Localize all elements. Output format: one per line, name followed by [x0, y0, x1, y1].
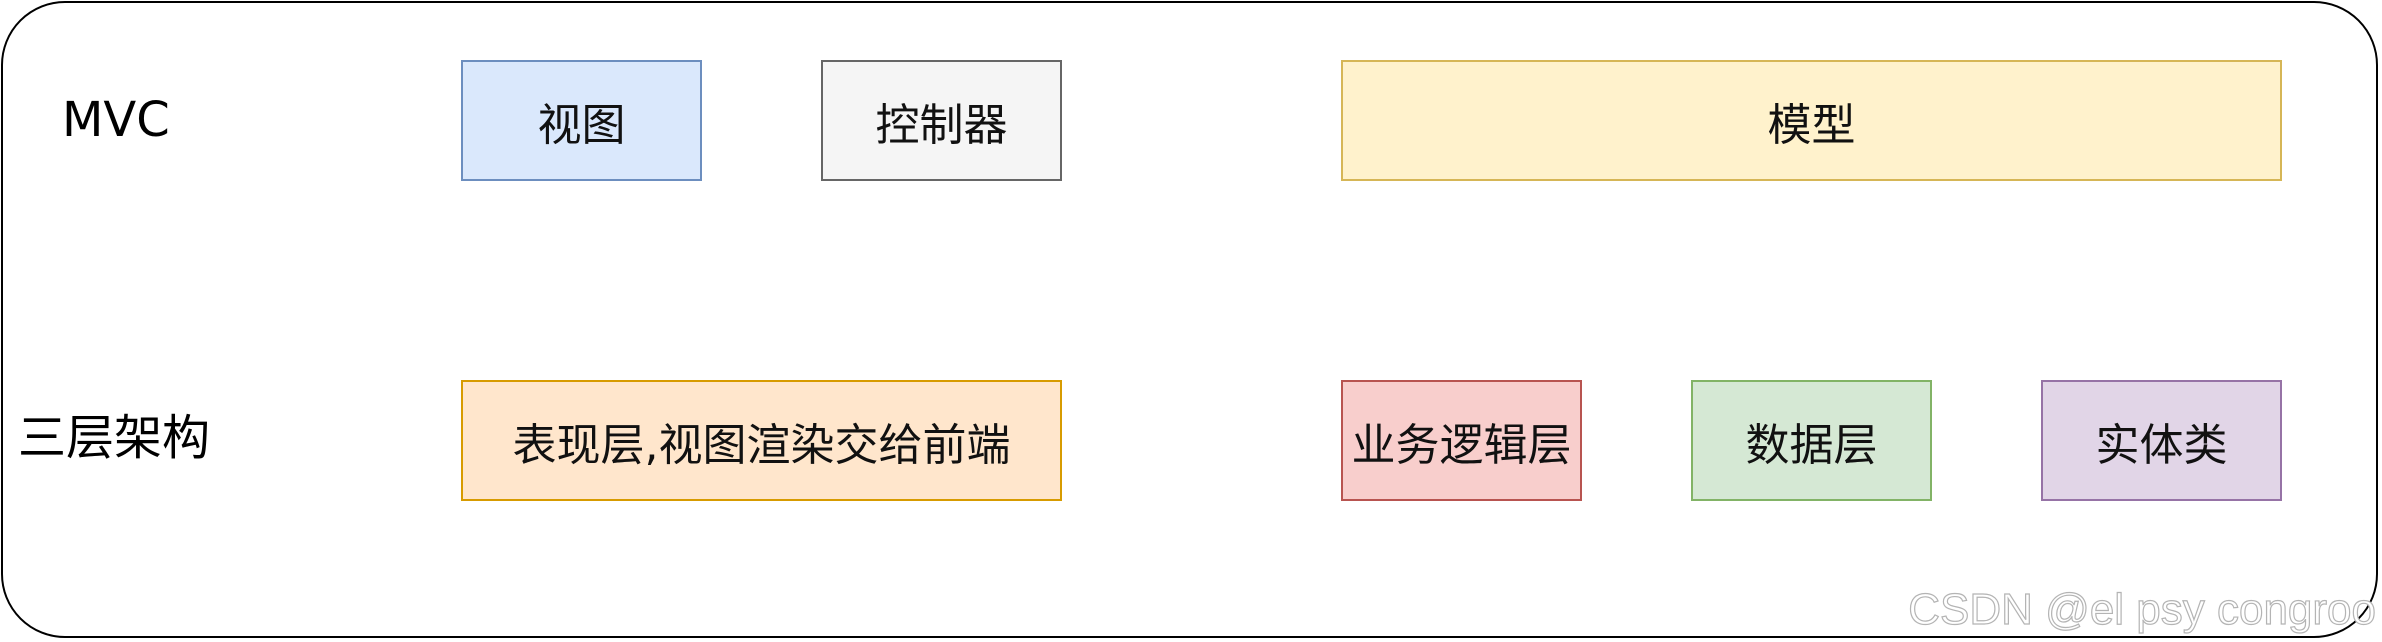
mvc-model-box: 模型: [1341, 60, 2282, 181]
data-layer-box: 数据层: [1691, 380, 1932, 501]
presentation-layer-box: 表现层,视图渲染交给前端: [461, 380, 1062, 501]
entity-class-box: 实体类: [2041, 380, 2282, 501]
business-logic-layer-box: 业务逻辑层: [1341, 380, 1582, 501]
mvc-controller-box: 控制器: [821, 60, 1062, 181]
row-label-mvc: MVC: [62, 92, 170, 148]
csdn-watermark: CSDN @el psy congroo: [1908, 585, 2377, 634]
mvc-view-box: 视图: [461, 60, 702, 181]
row-label-three-tier: 三层架构: [18, 410, 211, 466]
